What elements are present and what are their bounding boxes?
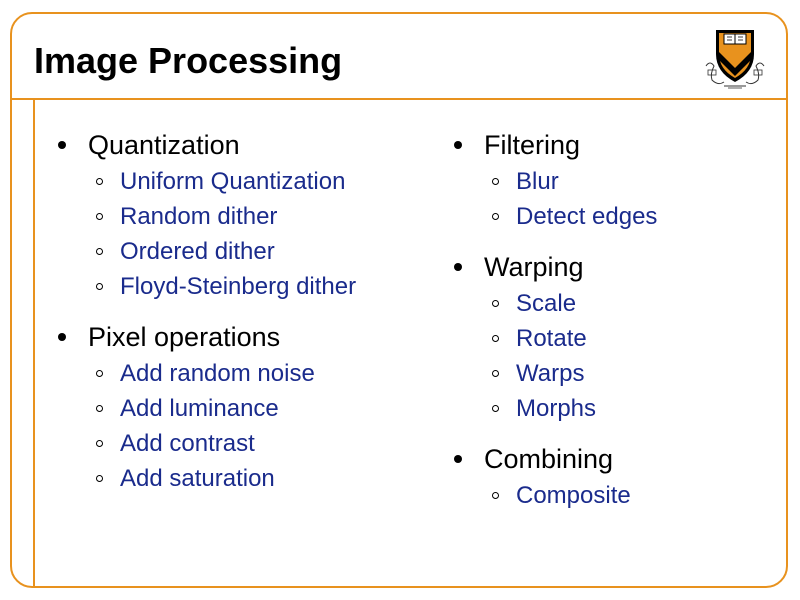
sub-bullet-circle-icon [492,178,499,185]
sub-bullet: Add saturation [56,461,356,496]
sub-bullet-circle-icon [492,300,499,307]
sub-bullet-text: Add contrast [120,429,255,457]
left-column: Quantization Uniform Quantization Random… [56,126,356,510]
sub-bullet: Composite [452,478,657,513]
right-column: Filtering Blur Detect edges Warping Scal… [452,126,657,527]
sub-bullet-text: Scale [516,289,577,317]
sub-bullet-circle-icon [96,405,103,412]
sub-bullet-circle-icon [96,283,103,290]
sub-bullet: Blur [452,164,657,199]
sub-bullet-circle-icon [96,475,103,482]
princeton-shield-icon [705,30,765,89]
bullet-dot-icon [454,263,462,271]
bullet-group-quantization: Quantization Uniform Quantization Random… [56,126,356,304]
bullet-dot-icon [454,455,462,463]
sub-bullet: Floyd-Steinberg dither [56,269,356,304]
sub-bullet-text: Floyd-Steinberg dither [120,272,357,300]
bullet-dot-icon [58,141,66,149]
sub-bullet-circle-icon [96,213,103,220]
sub-bullet-circle-icon [492,213,499,220]
sub-bullet-text: Add saturation [120,464,275,492]
bullet-group-filtering: Filtering Blur Detect edges [452,126,657,234]
sub-bullet: Warps [452,356,657,391]
sub-bullet: Random dither [56,199,356,234]
sub-bullet-circle-icon [96,440,103,447]
bullet-heading-text: Warping [484,251,584,282]
sub-bullet: Detect edges [452,199,657,234]
sub-bullet-text: Rotate [516,324,587,352]
sub-bullet-circle-icon [96,370,103,377]
sub-bullet: Rotate [452,321,657,356]
sub-bullet: Ordered dither [56,234,356,269]
bullet-heading: Warping [452,248,657,286]
bullet-heading-text: Pixel operations [88,321,281,352]
sub-bullet-circle-icon [96,248,103,255]
sub-bullet-text: Detect edges [516,202,658,230]
bullet-heading-text: Quantization [88,129,240,160]
sub-bullet: Add contrast [56,426,356,461]
sub-bullet-text: Morphs [516,394,597,422]
sub-bullet-text: Uniform Quantization [120,167,346,195]
sub-bullet-text: Blur [516,167,559,195]
bullet-group-combining: Combining Composite [452,440,657,513]
sub-bullet: Add luminance [56,391,356,426]
slide-frame [10,12,788,588]
sub-bullet-circle-icon [96,178,103,185]
bullet-heading: Pixel operations [56,318,356,356]
sub-bullet-text: Add random noise [120,359,315,387]
sub-bullet-text: Random dither [120,202,278,230]
sub-bullet-circle-icon [492,335,499,342]
sub-bullet-circle-icon [492,405,499,412]
sub-bullet: Morphs [452,391,657,426]
sub-bullet: Uniform Quantization [56,164,356,199]
bullet-heading: Combining [452,440,657,478]
left-margin-rule [33,98,35,588]
sub-bullet-text: Add luminance [120,394,279,422]
sub-bullet-text: Warps [516,359,585,387]
bullet-group-warping: Warping Scale Rotate Warps Morphs [452,248,657,426]
bullet-dot-icon [454,141,462,149]
bullet-group-pixel-operations: Pixel operations Add random noise Add lu… [56,318,356,496]
bullet-heading: Filtering [452,126,657,164]
sub-bullet-circle-icon [492,492,499,499]
bullet-dot-icon [58,333,66,341]
sub-bullet: Add random noise [56,356,356,391]
sub-bullet-circle-icon [492,370,499,377]
title-divider [12,98,787,100]
bullet-heading-text: Filtering [484,129,581,160]
sub-bullet-text: Ordered dither [120,237,275,265]
sub-bullet: Scale [452,286,657,321]
bullet-heading: Quantization [56,126,356,164]
bullet-heading-text: Combining [484,443,614,474]
slide-title: Image Processing [34,40,343,81]
sub-bullet-text: Composite [516,481,631,509]
